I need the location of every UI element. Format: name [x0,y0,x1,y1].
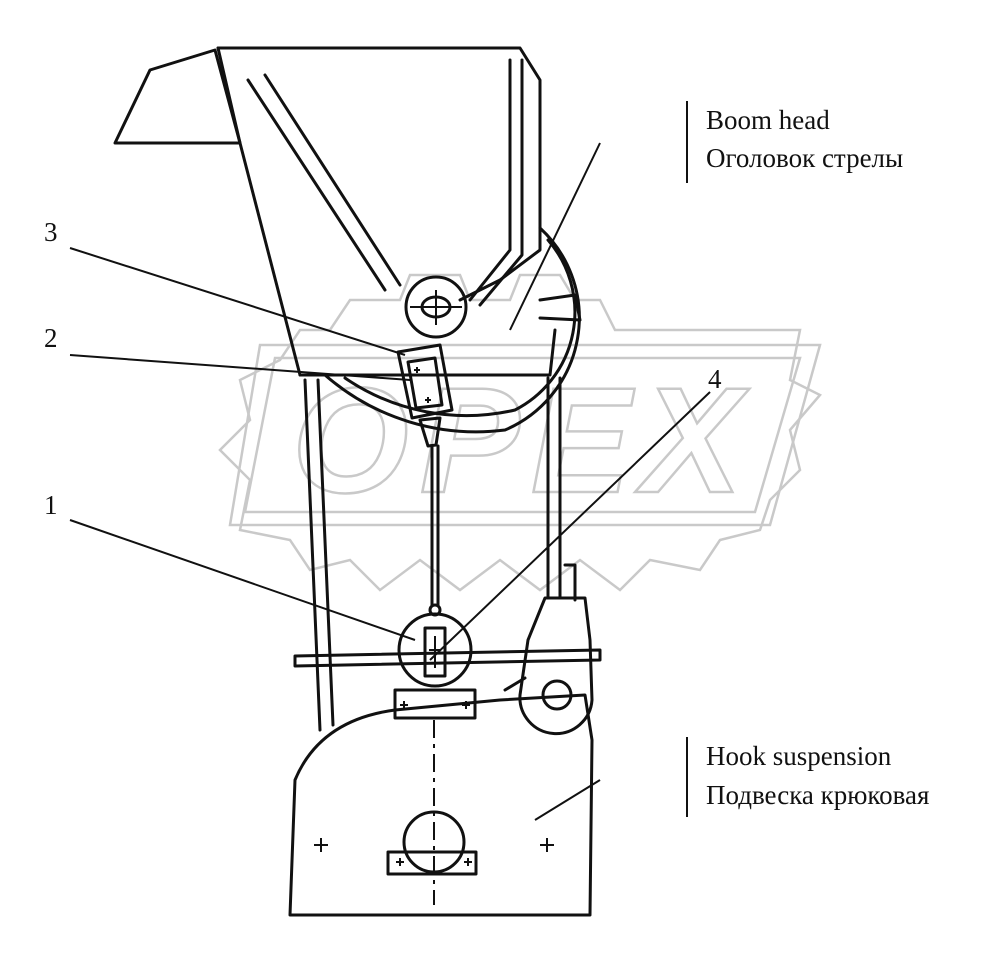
side-rails [303,376,577,732]
boom-right-chord-outer [468,58,512,302]
boom-head [113,46,582,434]
hook-lug [503,596,594,736]
boom-left-chord [216,46,302,377]
leader-3 [69,247,406,356]
opex-watermark-logo: OPEX [218,273,822,592]
boom-upper-frame [216,46,542,302]
hook-suspension-label-ru: Подвеска крюковая [706,780,930,810]
boom-pin-sheave [404,275,468,339]
lower-block-marks [396,858,472,866]
boom-head-label-en: Boom head [706,105,830,135]
watermark-banner [228,343,822,527]
boom-bottom-plate [298,328,557,377]
hook-body-marks [314,838,554,852]
leader-lines [69,142,711,821]
boom-right-chord-inner [478,58,524,307]
boom-left-plate [113,48,242,145]
hook-body [288,693,594,917]
weight-assembly [293,612,602,688]
watermark-text: OPEX [292,356,750,524]
part-number-3: 3 [44,217,58,247]
leader-hook-suspension [534,779,601,821]
watermark-gear-outline [218,273,822,592]
lug-plate [518,596,594,736]
hook-upper-block [393,688,477,720]
guard-bracket [538,293,582,322]
crossbar [293,648,602,668]
part-1-weight [397,612,473,688]
part-3-housing [396,343,454,420]
left-rail-outer [303,378,322,732]
part-number-2: 2 [44,323,58,353]
watermark-banner-inner [243,356,802,514]
hook-lower-block [386,850,478,876]
boom-diagonal-inner [263,73,402,287]
leader-1 [69,519,416,641]
hook-block [288,688,594,917]
leader-boom-head [509,142,601,331]
lug-link [503,676,527,692]
boom-head-label-ru: Оголовок стрелы [706,143,904,173]
boom-head-bracket [686,101,688,183]
part-3-nozzle [418,416,442,448]
hook-suspension-label-en: Hook suspension [706,741,892,771]
hook-suspension-bracket [686,737,688,817]
limit-rope [428,444,442,617]
boom-pin-centerline [410,290,462,325]
left-rail-inner [316,378,335,727]
boom-diagonal-outer [246,78,387,292]
part-2-bracket [406,356,444,410]
right-rail-tab [563,563,577,602]
part-number-4: 4 [708,364,722,394]
part-2-fasteners [414,367,431,403]
sheave-guard-arc [323,226,581,434]
limit-switch-assembly [396,343,454,448]
leader-4 [429,391,711,661]
leader-2 [69,354,411,381]
part-number-1: 1 [44,490,58,520]
upper-block-marks [400,701,470,709]
